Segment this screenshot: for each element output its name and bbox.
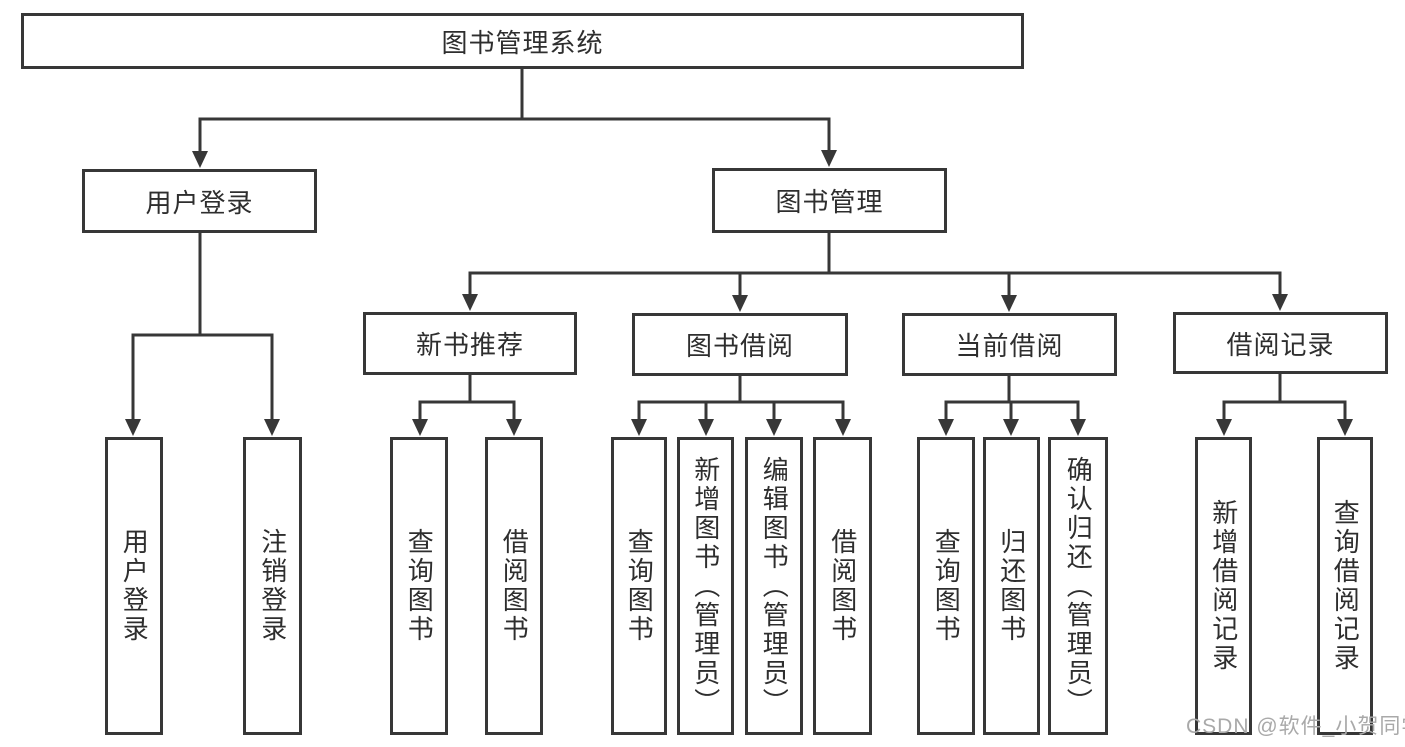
leaf-query-borrow-record: 查询借阅记录 — [1317, 437, 1373, 735]
node-new-book-recommend: 新书推荐 — [363, 312, 577, 375]
node-current-borrow: 当前借阅 — [902, 313, 1117, 376]
node-current-borrow-label: 当前借阅 — [955, 331, 1064, 361]
leaf-borrow-books-recommend-label: 借阅图书 — [499, 528, 530, 644]
leaf-query-books-borrow-label: 查询图书 — [624, 528, 655, 644]
leaf-borrow-books-2-label: 借阅图书 — [827, 528, 858, 644]
leaf-query-books-borrow: 查询图书 — [611, 437, 667, 735]
leaf-edit-book-admin: 编辑图书（管理员） — [745, 437, 803, 735]
leaf-query-borrow-record-label: 查询借阅记录 — [1330, 499, 1361, 673]
leaf-logout: 注销登录 — [243, 437, 302, 735]
node-book-management-label: 图书管理 — [775, 187, 884, 217]
leaf-borrow-books-2: 借阅图书 — [813, 437, 872, 735]
node-user-login: 用户登录 — [82, 169, 317, 233]
leaf-user-login-label: 用户登录 — [119, 528, 150, 644]
node-book-borrow: 图书借阅 — [632, 313, 848, 376]
leaf-add-borrow-record-label: 新增借阅记录 — [1208, 499, 1239, 673]
leaf-query-books-current: 查询图书 — [917, 437, 975, 735]
leaf-add-book-admin-label: 新增图书（管理员） — [690, 455, 721, 717]
leaf-borrow-books-recommend: 借阅图书 — [485, 437, 543, 735]
node-book-borrow-label: 图书借阅 — [685, 331, 794, 361]
node-borrow-records-label: 借阅记录 — [1226, 329, 1335, 360]
leaf-confirm-return-admin: 确认归还（管理员） — [1048, 437, 1108, 735]
leaf-return-book: 归还图书 — [983, 437, 1040, 735]
node-user-login-label: 用户登录 — [145, 187, 254, 218]
node-root-label: 图书管理系统 — [441, 27, 604, 58]
node-new-book-recommend-label: 新书推荐 — [415, 330, 524, 360]
leaf-edit-book-admin-label: 编辑图书（管理员） — [759, 455, 790, 717]
leaf-logout-label: 注销登录 — [257, 528, 288, 644]
node-book-management: 图书管理 — [712, 168, 947, 233]
leaf-confirm-return-admin-label: 确认归还（管理员） — [1063, 455, 1094, 717]
leaf-return-book-label: 归还图书 — [996, 528, 1027, 644]
leaf-query-books-recommend: 查询图书 — [390, 437, 448, 735]
leaf-query-books-recommend-label: 查询图书 — [404, 528, 435, 644]
node-borrow-records: 借阅记录 — [1173, 312, 1388, 374]
leaf-query-books-current-label: 查询图书 — [931, 528, 962, 644]
leaf-user-login: 用户登录 — [105, 437, 163, 735]
node-root: 图书管理系统 — [21, 13, 1024, 69]
leaf-add-borrow-record: 新增借阅记录 — [1195, 437, 1252, 735]
leaf-add-book-admin: 新增图书（管理员） — [677, 437, 734, 735]
watermark: CSDN @软件_小贺同学 — [1186, 715, 1405, 738]
